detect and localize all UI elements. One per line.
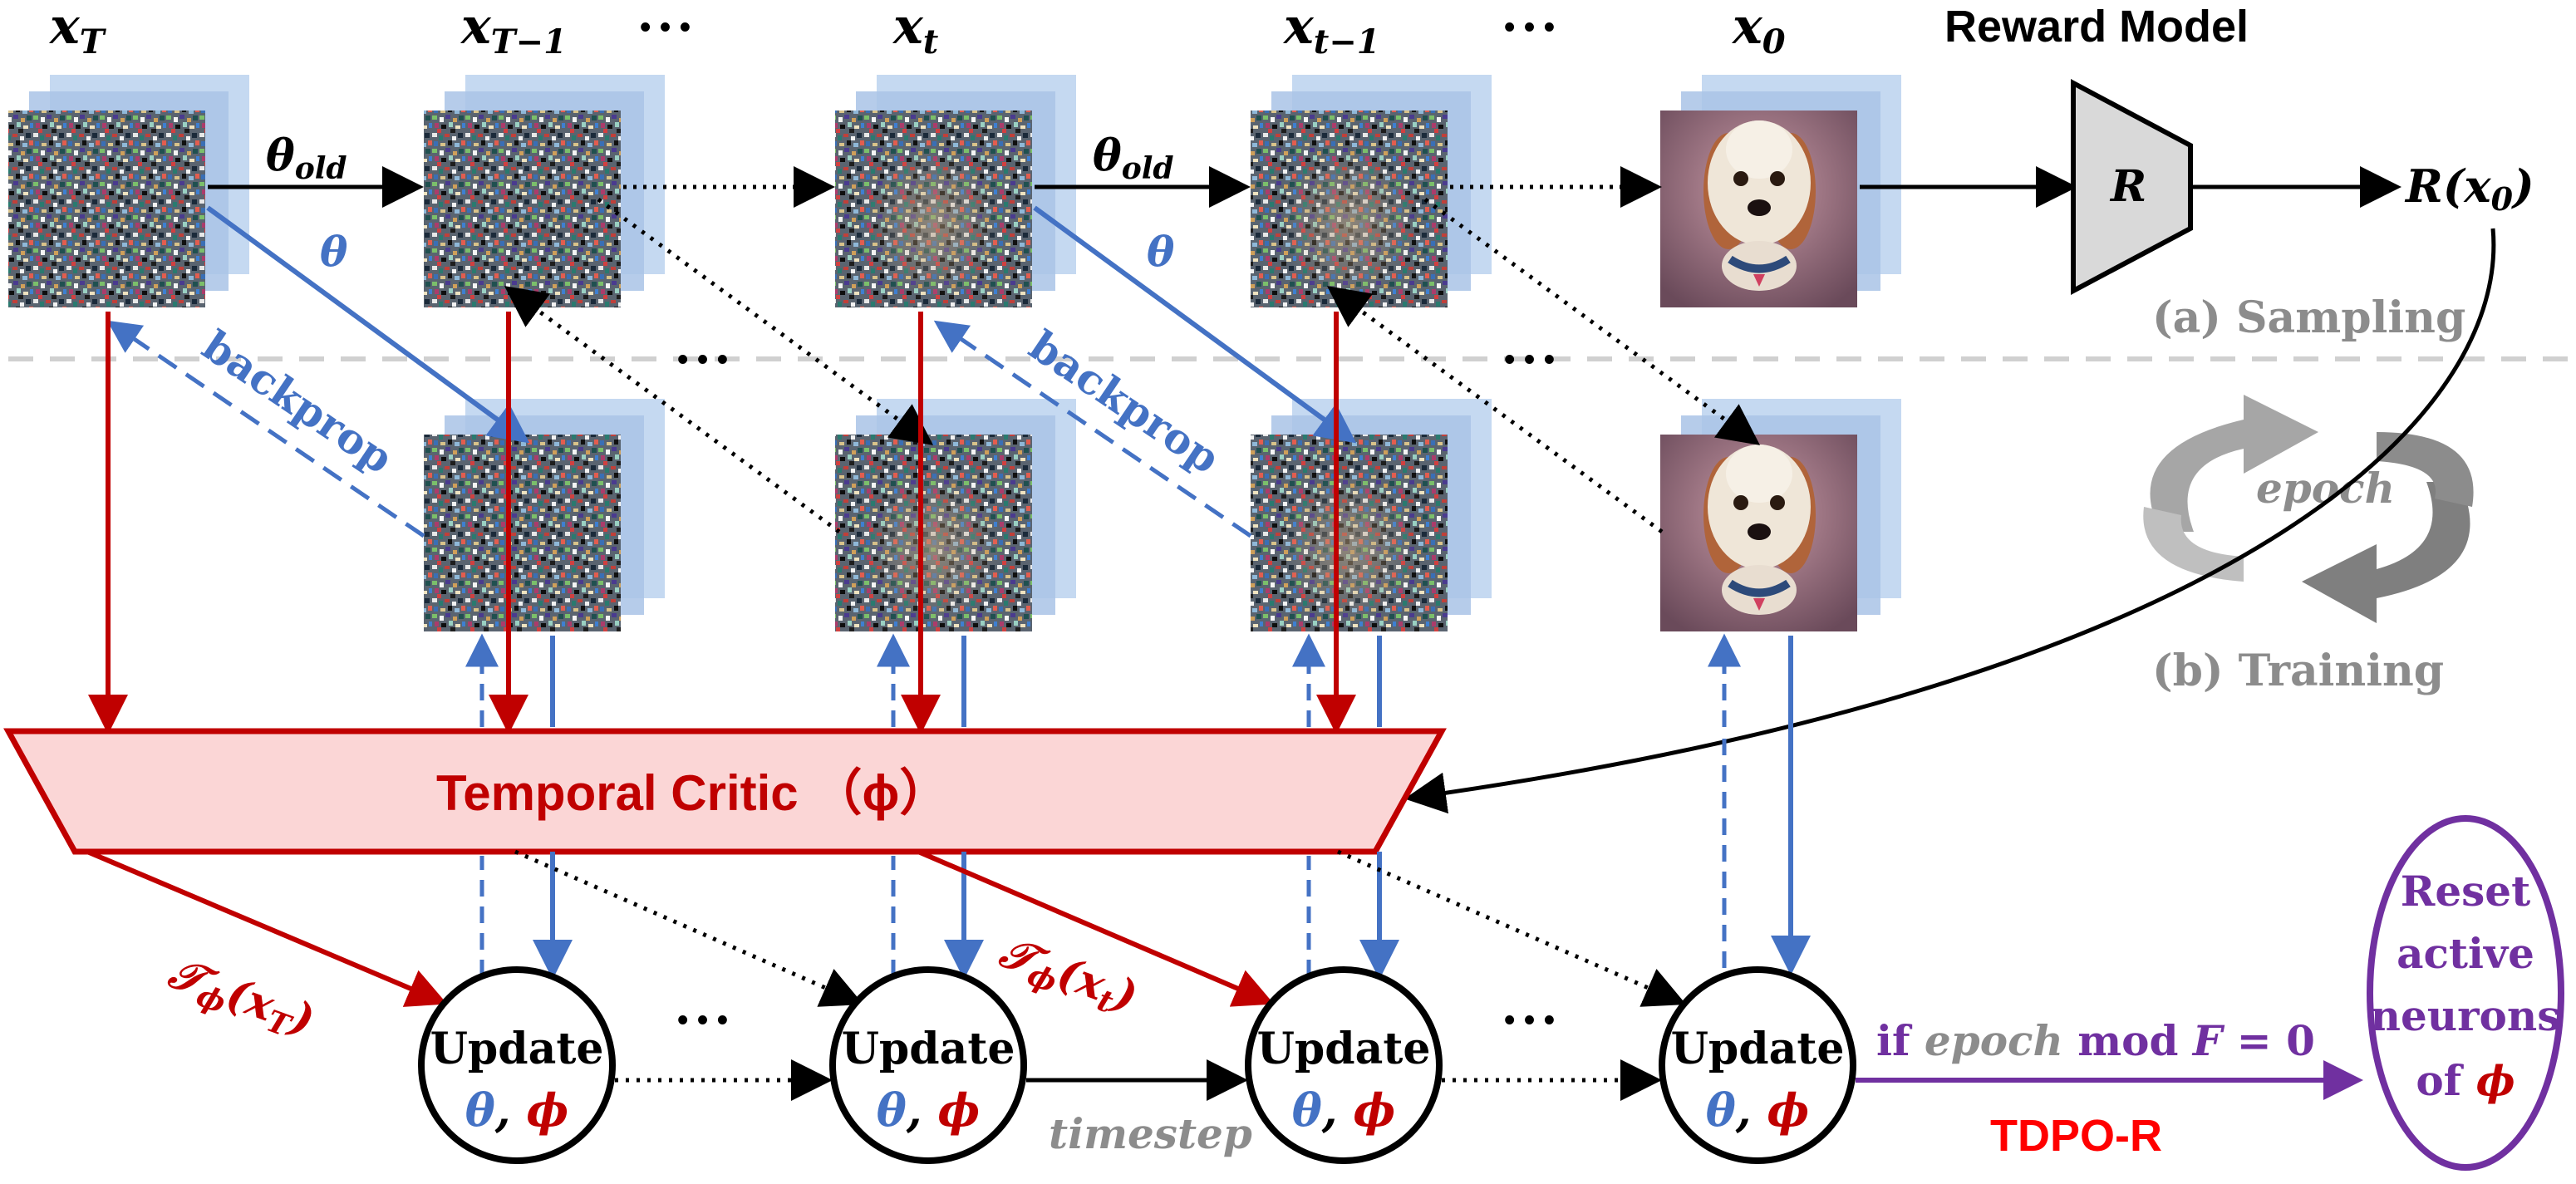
label-theta-old-1: θold — [266, 130, 347, 186]
sampling-label: (a) Sampling — [2152, 292, 2465, 343]
label-x-T: xT — [48, 0, 107, 61]
dotted-critic-1 — [514, 849, 864, 1007]
update-node-2: Update θ, ϕ — [829, 966, 1027, 1164]
dotted-diag-4 — [1326, 286, 1664, 534]
label-x-Tm1: xT−1 — [460, 0, 567, 61]
svg-text:θ, ϕ: θ, ϕ — [1706, 1083, 1809, 1137]
update-node-4: Update θ, ϕ — [1659, 966, 1856, 1164]
svg-text:Update: Update — [1671, 1024, 1845, 1074]
svg-text:θ, ϕ: θ, ϕ — [877, 1083, 980, 1137]
arrow-theta-1 — [206, 205, 530, 444]
update-dots-1: • • • — [677, 1003, 728, 1038]
image-stack-x-T — [8, 75, 249, 307]
svg-text:active: active — [2397, 929, 2534, 978]
svg-text:neurons: neurons — [2371, 991, 2561, 1040]
arrow-backprop-1 — [106, 320, 425, 538]
image-stack-x-0 — [1660, 75, 1901, 307]
label-T-phi-xT: 𝒯ϕ(xT) — [160, 947, 322, 1051]
reset-node: Reset active neurons of ϕ — [2367, 815, 2564, 1171]
image-stack-x-tm1 — [1251, 75, 1492, 307]
mid-dots-2: • • • — [1504, 342, 1555, 377]
label-theta-old-2: θold — [1093, 130, 1174, 186]
update-node-1: Update θ, ϕ — [418, 966, 616, 1164]
svg-text:Update: Update — [842, 1024, 1015, 1074]
image-stack-x-Tm1 — [424, 75, 665, 307]
arrow-theta-2 — [1033, 205, 1357, 444]
dotted-diag-1 — [597, 197, 934, 445]
arrow-reward-to-critic — [1404, 228, 2496, 814]
svg-text:θ, ϕ: θ, ϕ — [1292, 1083, 1395, 1137]
tdpo-r-label: TDPO-R — [1990, 1111, 2162, 1161]
top-dots-2: • • • — [1504, 10, 1555, 45]
temporal-critic-box — [3, 728, 1447, 855]
arrow-backprop-2 — [933, 320, 1252, 538]
label-x-tm1: xt−1 — [1282, 0, 1380, 61]
dog-image — [1703, 120, 1816, 291]
update-dots-2: • • • — [1504, 1003, 1555, 1038]
timestep-label: timestep — [1049, 1109, 1252, 1158]
label-theta-1: θ — [320, 227, 348, 276]
svg-text:Update: Update — [1257, 1024, 1431, 1074]
label-x-t: xt — [892, 0, 939, 61]
image-stack-row2-1 — [424, 399, 665, 631]
label-theta-2: θ — [1147, 227, 1175, 276]
dotted-critic-2 — [1336, 849, 1687, 1007]
training-label: (b) Training — [2152, 646, 2444, 696]
top-dots-1: • • • — [640, 10, 691, 45]
svg-text:Reset: Reset — [2401, 867, 2530, 916]
label-x-0: x0 — [1731, 0, 1786, 61]
dog-image-2 — [1703, 445, 1816, 615]
reward-model-title: Reward Model — [1944, 2, 2249, 52]
epoch-label: epoch — [2256, 464, 2395, 513]
image-stack-x-t — [835, 75, 1076, 307]
image-stack-row2-4 — [1660, 399, 1901, 631]
condition-label: if epoch mod F = 0 — [1876, 1016, 2315, 1065]
mid-dots-1: • • • — [677, 342, 728, 377]
epoch-cycle-icon — [2143, 395, 2474, 623]
reward-model-box — [2071, 79, 2193, 295]
reward-output-label: R(x0) — [2404, 160, 2534, 218]
temporal-critic-label: Temporal Critic （ϕ） — [436, 765, 949, 821]
svg-text:Update: Update — [430, 1024, 604, 1074]
svg-text:θ, ϕ: θ, ϕ — [465, 1083, 568, 1137]
image-stack-row2-3 — [1251, 399, 1492, 631]
svg-text:of ϕ: of ϕ — [2416, 1056, 2515, 1105]
dotted-diag-2 — [504, 286, 841, 534]
image-stack-row2-2 — [835, 399, 1076, 631]
update-node-3: Update θ, ϕ — [1245, 966, 1443, 1164]
red-arrow-T-phi-2 — [917, 849, 1275, 1007]
reward-R-label: R — [2109, 161, 2146, 212]
red-arrow-T-phi-1 — [86, 849, 448, 1007]
dotted-diag-3 — [1423, 197, 1761, 445]
